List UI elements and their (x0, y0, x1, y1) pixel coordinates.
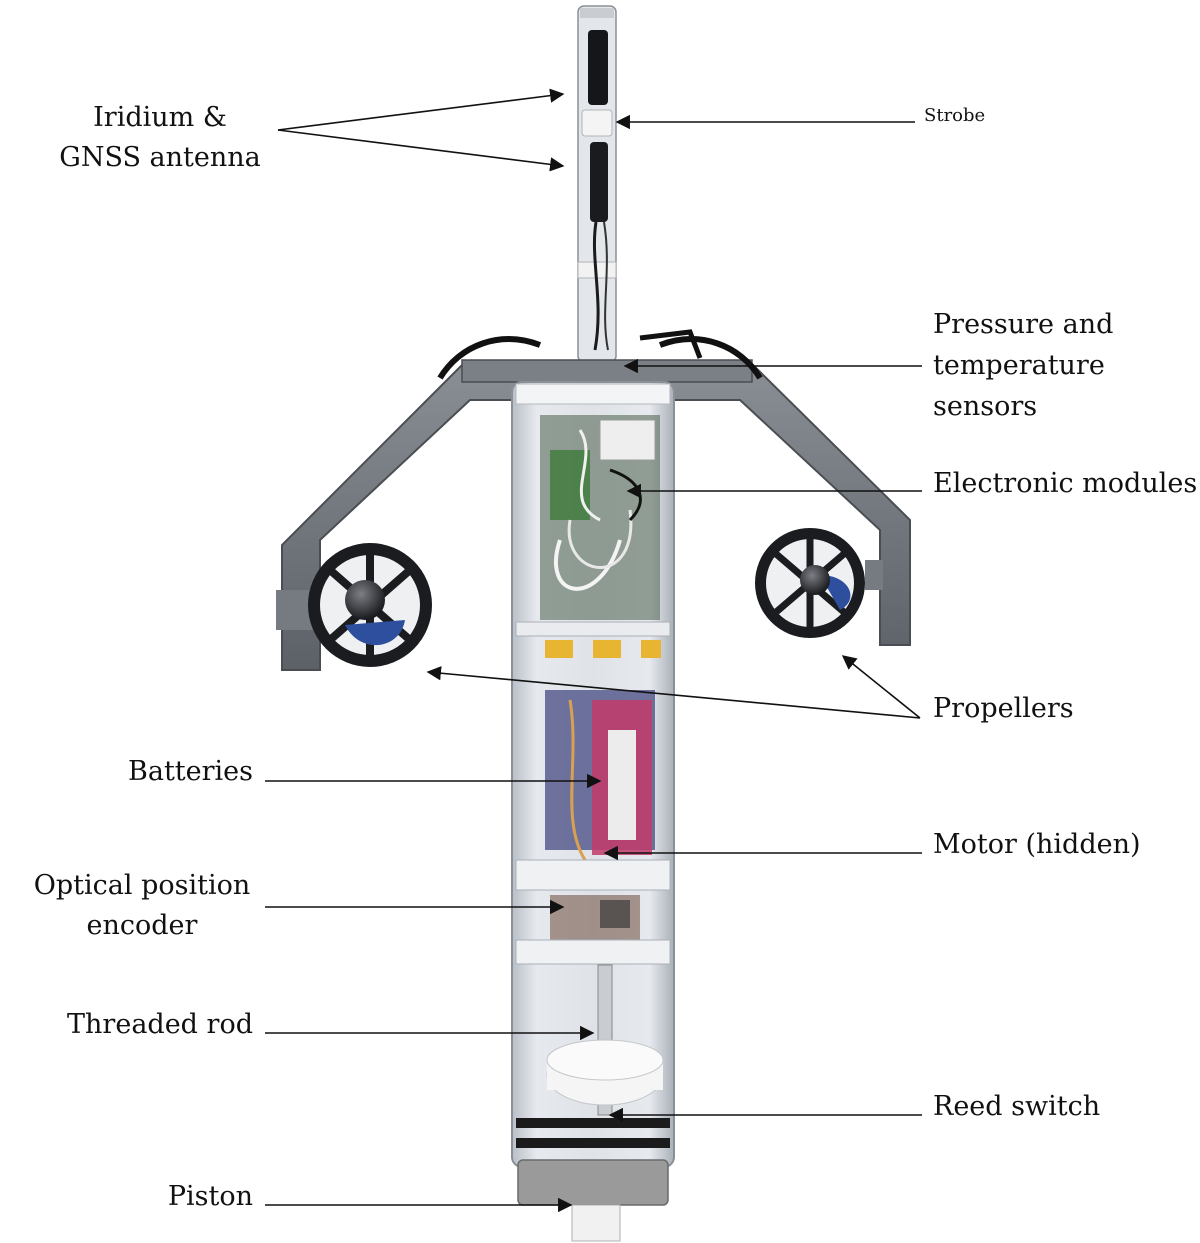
label-threaded-rod: Threaded rod (67, 1009, 253, 1040)
leader-lines (265, 88, 922, 1213)
piston-body (517, 1159, 669, 1242)
propeller-arrow-right (841, 655, 921, 719)
label-antenna-line2: GNSS antenna (59, 142, 261, 173)
left-propeller (276, 543, 432, 667)
battery-section (545, 640, 661, 861)
label-piston: Piston (168, 1181, 253, 1212)
label-propellers: Propellers (933, 693, 1074, 724)
label-reed-switch: Reed switch (933, 1091, 1100, 1122)
label-strobe: Strobe (924, 105, 985, 126)
antenna-arrow-lower (277, 129, 565, 172)
labels: Iridium & GNSS antenna Strobe Pressure a… (34, 102, 1197, 1212)
main-hull (511, 381, 675, 1168)
label-antenna-line1: Iridium & (93, 102, 227, 133)
label-motor: Motor (hidden) (933, 829, 1141, 860)
label-batteries: Batteries (128, 756, 253, 787)
label-pressure-line3: sensors (933, 391, 1037, 422)
rod-section (546, 964, 664, 1116)
antenna-arrow-upper (277, 88, 565, 131)
electronics-section (540, 415, 660, 620)
label-optical-line1: Optical position (34, 870, 251, 901)
label-pressure-line2: temperature (933, 350, 1105, 381)
label-electronic-modules: Electronic modules (933, 468, 1197, 499)
propeller-arrow-left (426, 666, 921, 719)
label-optical-line2: encoder (87, 910, 198, 941)
float-device (276, 5, 911, 1242)
antenna-mast (577, 5, 617, 363)
encoder-section (550, 895, 640, 940)
right-propeller (755, 528, 883, 638)
label-pressure-line1: Pressure and (933, 309, 1113, 340)
